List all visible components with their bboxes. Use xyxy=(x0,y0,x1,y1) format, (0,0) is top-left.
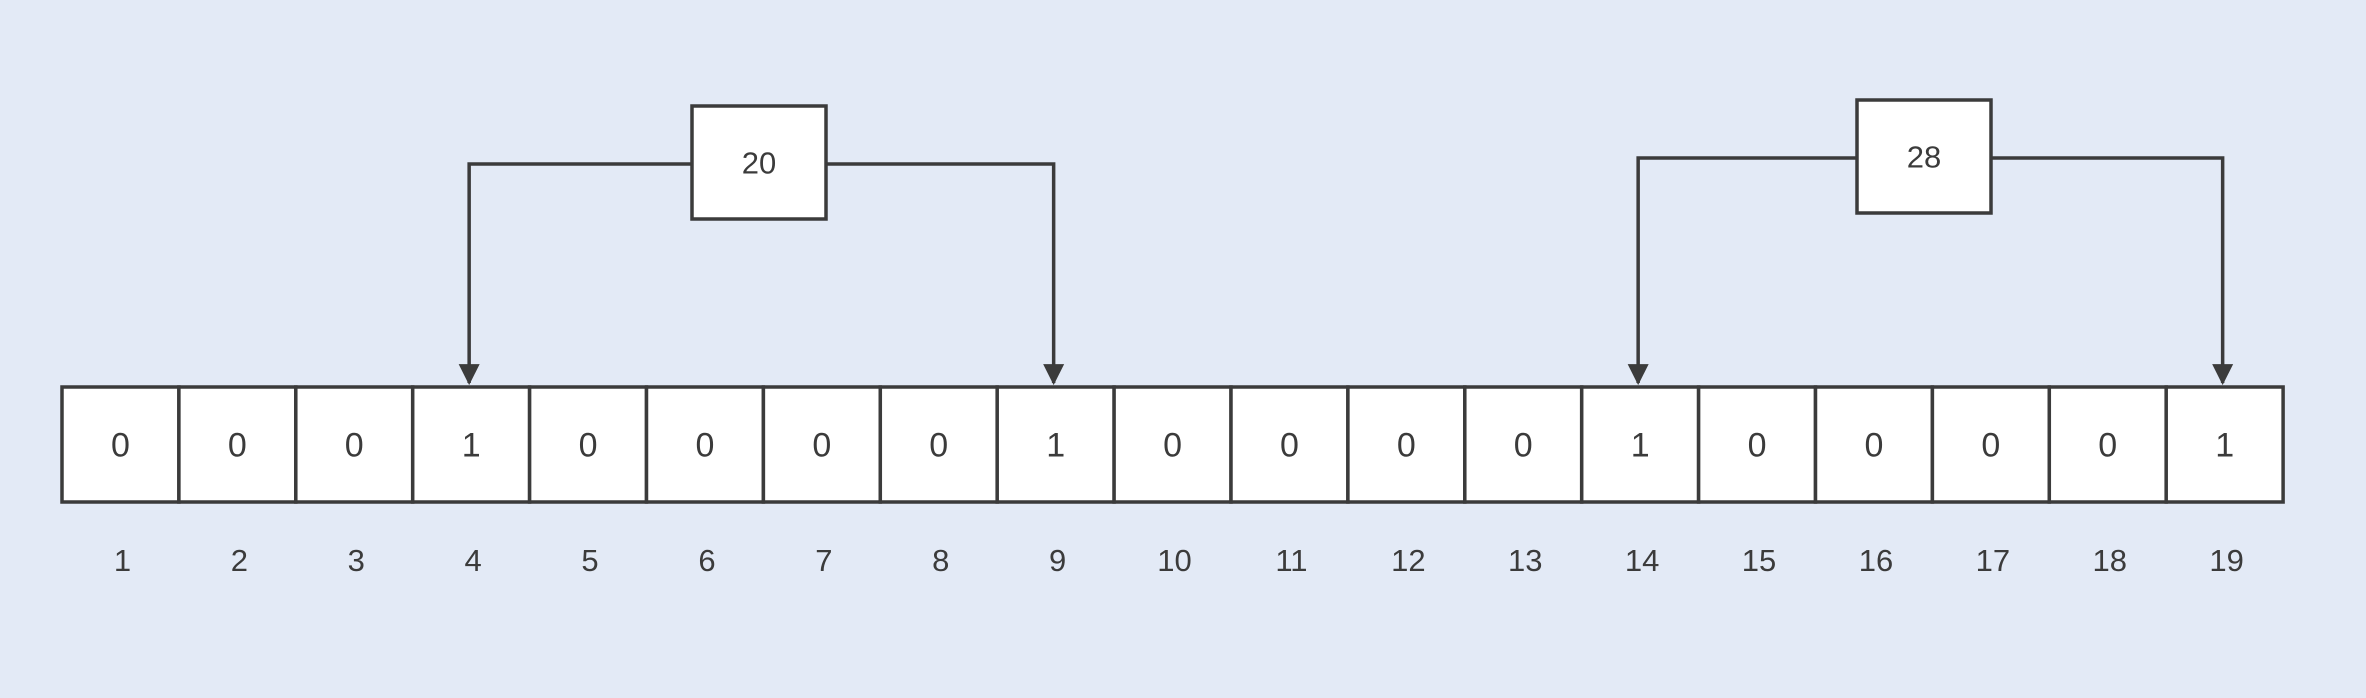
bit-cell: 0 xyxy=(60,385,181,504)
hashed-value-box xyxy=(690,104,828,221)
hash-arrow xyxy=(1627,156,1857,386)
index-label: 12 xyxy=(1391,543,1425,578)
bit-cell: 0 xyxy=(1346,385,1467,504)
bit-value: 0 xyxy=(812,427,831,465)
bit-cell-box xyxy=(410,385,532,504)
bit-cell: 0 xyxy=(177,385,298,504)
bit-value: 0 xyxy=(228,427,247,465)
index-label: 10 xyxy=(1157,543,1191,578)
index-label: 17 xyxy=(1976,543,2010,578)
index-label: 19 xyxy=(2209,543,2243,578)
bit-value: 0 xyxy=(345,427,364,465)
bit-cell: 0 xyxy=(294,385,415,504)
bit-cell: 0 xyxy=(761,385,883,504)
bit-array: 0 0 0 1 0 0 0 0 1 0 0 0 0 1 0 0 0 0 1 xyxy=(60,385,2285,504)
bit-cell: 0 xyxy=(2047,385,2168,504)
bit-value: 0 xyxy=(1748,427,1767,465)
bit-value: 0 xyxy=(1397,427,1416,465)
hash-arrow xyxy=(826,162,1065,386)
index-label: 8 xyxy=(932,543,949,578)
hashed-value-label: 20 xyxy=(742,146,776,181)
bit-cell: 0 xyxy=(1813,385,1935,504)
bit-cell: 0 xyxy=(644,385,766,504)
bit-cell: 0 xyxy=(1112,385,1233,504)
index-label: 18 xyxy=(2093,543,2127,578)
bit-cell: 1 xyxy=(2164,385,2285,504)
bit-value: 0 xyxy=(1864,427,1883,465)
bit-cell-box xyxy=(1346,385,1467,504)
bit-cell: 0 xyxy=(1463,385,1584,504)
bit-cell-box xyxy=(294,385,415,504)
bit-cell-box xyxy=(1229,385,1350,504)
index-label: 5 xyxy=(581,543,598,578)
index-label: 11 xyxy=(1275,543,1307,578)
bit-cell-box xyxy=(2047,385,2168,504)
bit-cell-box xyxy=(1112,385,1233,504)
bit-cell-box xyxy=(1579,385,1701,504)
index-label: 6 xyxy=(698,543,715,578)
index-label: 4 xyxy=(465,543,482,578)
bit-value: 0 xyxy=(111,427,130,465)
hashed-value-node: 20 xyxy=(690,104,828,221)
bit-value: 0 xyxy=(1981,427,2000,465)
bit-value: 1 xyxy=(1631,427,1650,465)
bit-cell: 0 xyxy=(1930,385,2052,504)
hash-arrow xyxy=(1991,156,2234,386)
bit-cell: 0 xyxy=(878,385,999,504)
bit-cell-box xyxy=(2164,385,2285,504)
index-label: 13 xyxy=(1508,543,1542,578)
index-label: 14 xyxy=(1625,543,1659,578)
bit-cell: 0 xyxy=(1229,385,1350,504)
bit-value: 1 xyxy=(462,427,481,465)
hashed-value-node: 28 xyxy=(1855,98,1993,215)
bit-cell-box xyxy=(177,385,298,504)
hash-arrow xyxy=(458,162,692,386)
bit-value: 1 xyxy=(2215,427,2234,465)
bit-cell: 1 xyxy=(995,385,1116,504)
bit-cell-box xyxy=(644,385,766,504)
bit-value: 0 xyxy=(929,427,948,465)
index-label: 16 xyxy=(1859,543,1893,578)
index-label: 9 xyxy=(1049,543,1066,578)
connectors xyxy=(458,156,2234,386)
bit-value: 0 xyxy=(1280,427,1299,465)
bit-cell: 1 xyxy=(1579,385,1701,504)
bit-cell: 1 xyxy=(410,385,532,504)
bit-cell-box xyxy=(60,385,181,504)
index-label: 1 xyxy=(114,543,131,578)
hashed-value-label: 28 xyxy=(1907,140,1941,175)
index-label: 2 xyxy=(231,543,248,578)
index-label: 7 xyxy=(815,543,832,578)
bit-value: 0 xyxy=(1163,427,1182,465)
bit-value: 1 xyxy=(1046,427,1065,465)
bit-cell: 0 xyxy=(527,385,649,504)
bit-value: 0 xyxy=(2098,427,2117,465)
bit-value: 0 xyxy=(1514,427,1533,465)
bit-value: 0 xyxy=(579,427,598,465)
bit-value: 0 xyxy=(695,427,714,465)
bit-cell-box xyxy=(1463,385,1584,504)
hashed-value-box xyxy=(1855,98,1993,215)
index-label: 15 xyxy=(1742,543,1776,578)
bit-cell: 0 xyxy=(1696,385,1818,504)
index-label: 3 xyxy=(348,543,365,578)
